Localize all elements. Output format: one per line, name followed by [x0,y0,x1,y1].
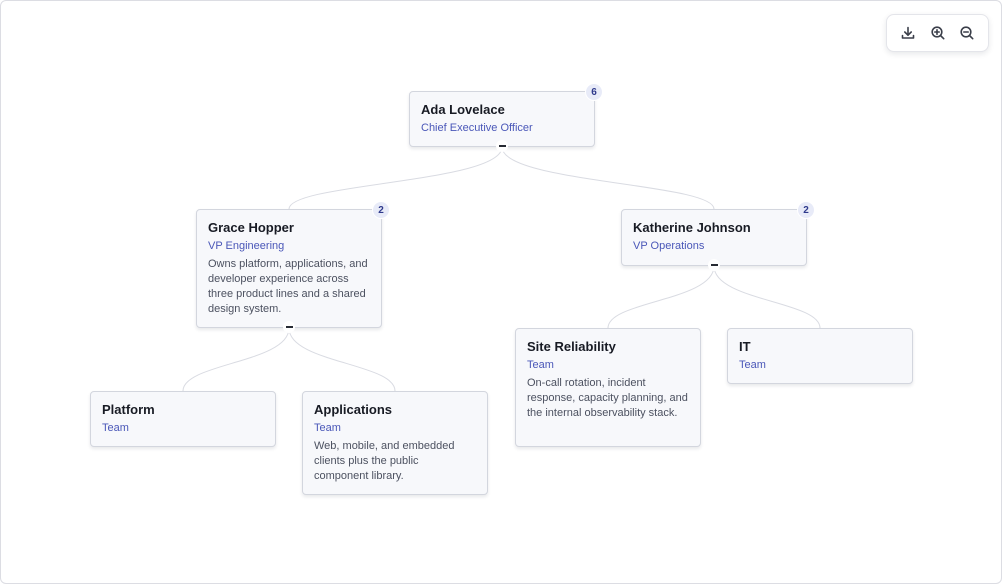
link-katherine-site-reliability [607,265,715,329]
node-role: Team [102,422,129,434]
link-ada-katherine [501,146,715,210]
link-katherine-it [713,265,821,329]
download-button[interactable] [897,22,919,44]
node-description: Owns platform, applications, and develop… [208,258,368,315]
node-role: Chief Executive Officer [421,122,533,134]
node-name: Platform [102,402,155,417]
node-name: Applications [314,402,393,417]
node-katherine-johnson[interactable]: Katherine Johnson VP Operations 2 [621,201,815,271]
descendant-count-badge: 2 [372,201,390,219]
node-description: On-call rotation, incident response, cap… [527,377,688,419]
zoom-out-icon [960,26,974,40]
minus-icon [285,326,293,328]
descendant-count-badge: 2 [797,201,815,219]
node-it[interactable]: IT Team [727,328,913,384]
link-grace-platform [182,327,290,392]
collapse-toggle[interactable] [496,140,508,152]
node-applications[interactable]: Applications Team Web, mobile, and embed… [302,391,488,495]
zoom-out-button[interactable] [956,22,978,44]
collapse-toggle[interactable] [283,321,295,333]
link-ada-grace [288,146,503,210]
zoom-in-button[interactable] [927,22,949,44]
node-role: VP Operations [633,240,705,252]
chart-toolbar [886,14,989,52]
node-name: Katherine Johnson [633,220,751,235]
node-role: Team [739,359,766,371]
node-grace-hopper[interactable]: Grace Hopper VP Engineering Owns platfor… [196,201,390,333]
node-platform[interactable]: Platform Team [90,391,276,447]
node-name: Grace Hopper [208,220,294,235]
link-grace-applications [288,327,396,392]
node-name: IT [739,339,751,354]
node-site-reliability[interactable]: Site Reliability Team On-call rotation, … [515,328,701,447]
download-icon [901,26,915,39]
descendant-count-badge: 6 [585,83,603,101]
node-role: VP Engineering [208,240,285,252]
node-role: Team [527,359,554,371]
zoom-in-icon [930,26,944,40]
minus-icon [498,145,506,147]
node-name: Site Reliability [527,339,616,354]
node-description: Web, mobile, and embedded clients plus t… [314,440,455,482]
collapse-toggle[interactable] [708,259,720,271]
node-role: Team [314,422,341,434]
node-ada-lovelace[interactable]: Ada Lovelace Chief Executive Officer 6 [409,83,603,152]
minus-icon [710,264,718,266]
node-name: Ada Lovelace [421,102,505,117]
